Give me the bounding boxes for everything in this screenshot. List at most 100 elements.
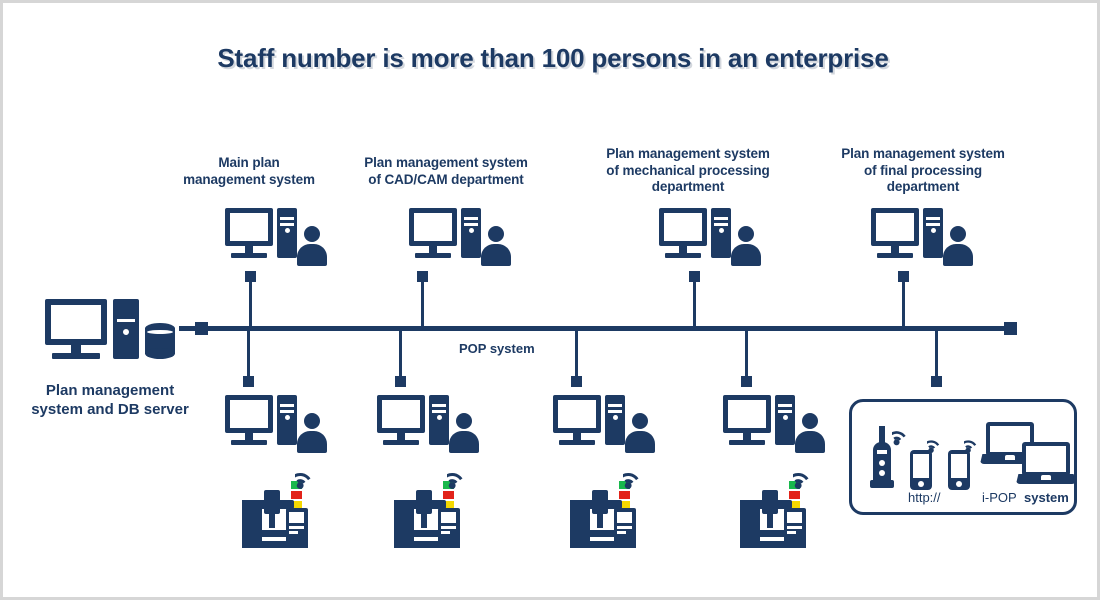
- tower-light: [879, 460, 885, 466]
- workstation-top-2[interactable]: [409, 208, 511, 270]
- workstation-bottom-3[interactable]: [553, 395, 655, 457]
- drop-line-top-4: [902, 278, 905, 328]
- machine-control-button: [617, 526, 632, 529]
- workstation-bottom-4[interactable]: [723, 395, 825, 457]
- workstation-top-1[interactable]: [225, 208, 327, 270]
- machine-table: [410, 530, 438, 537]
- wifi-icon-2: [447, 465, 473, 489]
- tower-slot-icon: [432, 404, 446, 407]
- monitor-base-icon: [559, 440, 595, 445]
- drop-line-top-1: [249, 278, 252, 328]
- power-button-icon: [436, 415, 442, 420]
- lamp-yellow: [619, 501, 630, 509]
- machine-control-button: [617, 531, 626, 534]
- power-button-icon: [284, 415, 290, 420]
- monitor-base-icon: [729, 440, 765, 445]
- machine-table: [586, 530, 614, 537]
- wifi-icon-phone-2: [964, 434, 986, 454]
- tower-slot-icon: [464, 223, 478, 226]
- top-node-caption-1: Main plan management system: [151, 155, 347, 188]
- monitor-stand-icon: [573, 433, 581, 440]
- wifi-icon-4: [793, 465, 819, 489]
- tower-pc-icon: [711, 208, 731, 258]
- stack-light-icon-4: [789, 481, 800, 511]
- machine-spindle: [597, 512, 603, 528]
- tower-pc-icon: [775, 395, 795, 445]
- phone-screen: [913, 454, 929, 478]
- drop-connector-top-4: [898, 271, 909, 282]
- avatar-body: [297, 244, 327, 266]
- drop-line-top-2: [421, 278, 424, 328]
- machine-control-button: [289, 526, 304, 529]
- http-label: http://: [908, 490, 941, 505]
- cnc-machine-icon-3: [570, 486, 636, 548]
- monitor-base-icon: [383, 440, 419, 445]
- top-node-caption-2: Plan management system of CAD/CAM depart…: [343, 155, 549, 188]
- monitor-icon: [409, 208, 457, 246]
- monitor-icon: [45, 299, 107, 345]
- monitor-icon: [225, 208, 273, 246]
- tower-slot-icon: [280, 217, 294, 220]
- workstation-top-3[interactable]: [659, 208, 761, 270]
- tower-pc-icon: [605, 395, 625, 445]
- plan-management-db-server-group[interactable]: [45, 299, 175, 363]
- cnc-machine-icon-2: [394, 486, 460, 548]
- stack-light-icon-1: [291, 481, 302, 511]
- tower-slot-icon: [117, 319, 135, 322]
- monitor-stand-icon: [71, 345, 81, 353]
- avatar-head: [456, 413, 472, 429]
- user-avatar-icon: [625, 413, 655, 457]
- user-avatar-icon: [449, 413, 479, 457]
- machine-head: [592, 490, 608, 514]
- machine-control-screen: [787, 512, 802, 523]
- avatar-body: [795, 431, 825, 453]
- lamp-red: [789, 491, 800, 499]
- power-button-icon: [284, 228, 290, 233]
- drop-connector-bottom-4: [741, 376, 752, 387]
- drop-line-top-3: [693, 278, 696, 328]
- server-caption: Plan management system and DB server: [10, 381, 210, 419]
- wifi-icon-tower: [892, 424, 916, 446]
- machine-spindle: [269, 512, 275, 528]
- tower-slot-icon: [778, 410, 792, 413]
- workstation-top-4[interactable]: [871, 208, 973, 270]
- tower-slot-icon: [778, 404, 792, 407]
- monitor-icon: [225, 395, 273, 433]
- lamp-yellow: [443, 501, 454, 509]
- machine-base: [242, 541, 308, 548]
- tower-slot-icon: [608, 404, 622, 407]
- power-button-icon: [468, 228, 474, 233]
- machine-column: [570, 500, 590, 548]
- laptop-icon-2: [1016, 442, 1076, 484]
- tower-slot-icon: [280, 223, 294, 226]
- avatar-body: [449, 431, 479, 453]
- ipop-label-name: i-POP: [982, 490, 1017, 505]
- power-button-icon: [123, 329, 129, 335]
- drop-connector-top-3: [689, 271, 700, 282]
- tower-light: [879, 470, 885, 476]
- tower-pc-icon: [923, 208, 943, 258]
- wifi-icon-3: [623, 465, 649, 489]
- tower-slot-icon: [280, 410, 294, 413]
- monitor-base-icon: [231, 440, 267, 445]
- tower-pc-icon: [277, 395, 297, 445]
- tower-pc-icon: [277, 208, 297, 258]
- avatar-body: [731, 244, 761, 266]
- workstation-bottom-2[interactable]: [377, 395, 479, 457]
- smartphone-icon-2: [948, 450, 970, 490]
- drop-connector-bottom-2: [395, 376, 406, 387]
- machine-table: [258, 530, 286, 537]
- machine-head: [762, 490, 778, 514]
- server-caption-line-1: Plan management: [45, 382, 175, 399]
- lamp-green: [619, 481, 630, 489]
- drop-line-bottom-2: [399, 329, 402, 381]
- wifi-icon-1: [295, 465, 321, 489]
- workstation-bottom-1[interactable]: [225, 395, 327, 457]
- user-avatar-icon: [943, 226, 973, 270]
- monitor-stand-icon: [679, 246, 687, 253]
- user-avatar-icon: [795, 413, 825, 457]
- stack-light-icon-2: [443, 481, 454, 511]
- machine-spindle: [767, 512, 773, 528]
- ipop-system-panel[interactable]: http:// i-POP system: [849, 399, 1077, 515]
